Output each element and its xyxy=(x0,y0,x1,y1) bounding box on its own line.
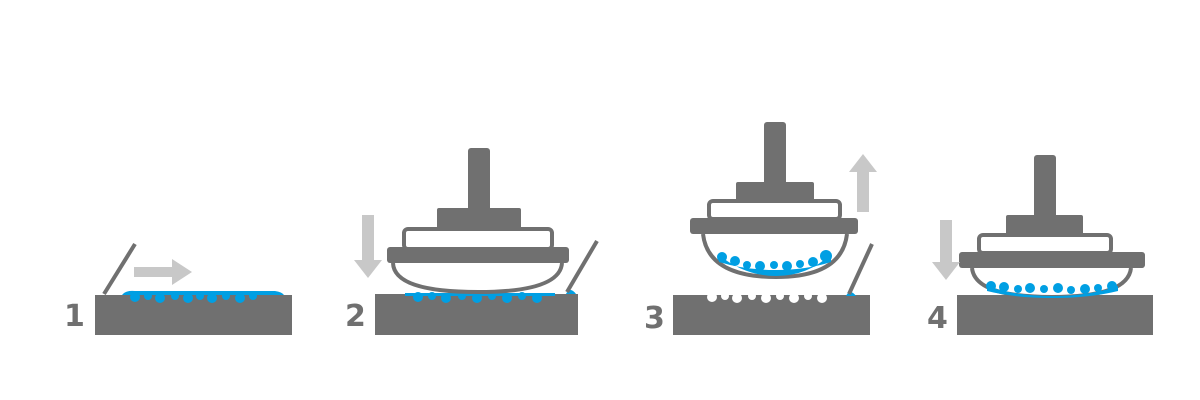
step-number-3: 3 xyxy=(644,301,665,336)
empty-cliche-wells xyxy=(707,292,827,303)
silicone-pad-press xyxy=(387,148,569,295)
doctor-blade xyxy=(102,242,137,296)
step-number-4: 4 xyxy=(927,301,948,336)
step-number-2: 2 xyxy=(345,299,366,334)
cliche-plate xyxy=(95,295,292,335)
ink-in-cliche xyxy=(122,290,284,303)
step-2: 2 xyxy=(345,148,599,335)
arrow-down-icon xyxy=(932,220,960,280)
arrow-right-icon xyxy=(134,259,192,285)
cliche-plate xyxy=(673,295,870,335)
doctor-blade xyxy=(847,243,874,295)
ink-on-pad xyxy=(986,281,1118,298)
step-4: 4 xyxy=(927,155,1153,336)
arrow-down-icon xyxy=(354,215,382,278)
step-1: 1 xyxy=(64,242,292,335)
step-3: 3 xyxy=(644,122,877,336)
doctor-blade xyxy=(565,239,599,294)
target-substrate xyxy=(957,295,1153,335)
silicone-pad-press xyxy=(959,155,1145,300)
silicone-pad-press xyxy=(690,122,858,280)
step-number-1: 1 xyxy=(64,299,85,334)
ink-in-cliche xyxy=(405,290,576,303)
ink-on-pad xyxy=(717,250,832,276)
arrow-up-icon xyxy=(849,154,877,212)
